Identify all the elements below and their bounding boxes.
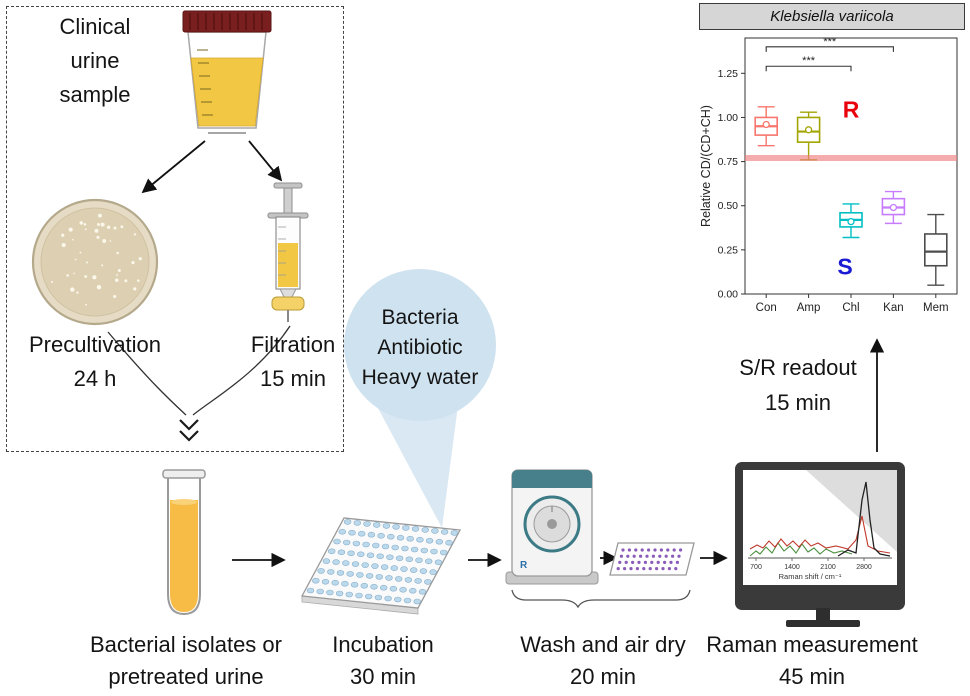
clinical-sample-label: sample xyxy=(59,82,131,107)
isolates-label-line2: pretreated urine xyxy=(108,664,264,689)
clinical-sample-box xyxy=(6,6,344,452)
petri-dish-icon xyxy=(31,198,159,326)
screen-xtick: 700 xyxy=(750,564,762,571)
incubation-label: Incubation xyxy=(332,632,434,657)
screen-xtick: 2800 xyxy=(856,564,872,571)
wash-label: Wash and air dry xyxy=(520,632,686,657)
arrow-cup-to-syringe xyxy=(248,140,283,182)
clinical-sample-label: urine xyxy=(70,48,120,73)
balloon-text: Bacteria xyxy=(381,306,459,329)
susceptibility-chart: Klebsiella variicola 0.00 0.25 0.50 0.75 1.0… xyxy=(699,3,965,320)
sample-slide-icon xyxy=(609,542,695,576)
svg-text:1.00: 1.00 xyxy=(718,112,739,124)
screen-xlabel: Raman shift / cm⁻¹ xyxy=(779,572,842,581)
svg-text:***: *** xyxy=(802,55,816,67)
svg-text:0.75: 0.75 xyxy=(718,156,739,168)
readout-time: 15 min xyxy=(764,390,832,415)
precultivation-time: 24 h xyxy=(73,366,117,391)
incubation-time: 30 min xyxy=(349,664,417,689)
screen-xtick: 2100 xyxy=(820,564,836,571)
wash-device-icon: R xyxy=(505,469,599,585)
readout-label: S/R readout xyxy=(739,355,857,380)
device-logo: R xyxy=(520,560,528,571)
svg-text:R: R xyxy=(843,96,860,122)
clinical-sample-label: Clinical xyxy=(59,14,131,39)
filtration-time: 15 min xyxy=(259,366,327,391)
precultivation-label: Precultivation xyxy=(28,332,162,357)
chart-title: Klebsiella variicola xyxy=(699,3,965,30)
svg-text:Chl: Chl xyxy=(842,302,859,314)
reagent-balloon xyxy=(344,269,496,528)
wash-group-brace xyxy=(511,589,691,609)
test-tube-icon xyxy=(162,469,206,616)
svg-text:S: S xyxy=(837,254,852,280)
svg-text:0.50: 0.50 xyxy=(718,200,739,212)
filtration-label: Filtration xyxy=(250,332,336,357)
monitor-icon: 700 1400 2100 2800 Raman shift / cm⁻¹ xyxy=(735,462,905,627)
screen-xtick: 1400 xyxy=(784,564,800,571)
wash-time: 20 min xyxy=(569,664,637,689)
svg-text:Amp: Amp xyxy=(797,302,821,314)
svg-text:Con: Con xyxy=(756,302,777,314)
spectrum-dark xyxy=(837,481,891,557)
double-down-arrow-icon xyxy=(179,419,199,442)
urine-cup-icon xyxy=(182,10,272,134)
balloon-text: Antibiotic xyxy=(377,336,463,359)
spectrum-green xyxy=(749,542,853,557)
svg-text:1.25: 1.25 xyxy=(718,68,739,80)
svg-text:0.25: 0.25 xyxy=(718,244,739,256)
balloon-text: Heavy water xyxy=(361,366,479,389)
arrow-cup-to-dish xyxy=(141,140,206,194)
svg-text:Kan: Kan xyxy=(883,302,903,314)
spectrum-red xyxy=(749,515,891,554)
curve-dish-to-merge xyxy=(107,331,187,416)
curve-syringe-to-merge xyxy=(192,325,291,416)
raman-time: 45 min xyxy=(778,664,846,689)
well-plate-icon xyxy=(300,517,462,615)
raman-label: Raman measurement xyxy=(706,632,918,657)
svg-text:Mem: Mem xyxy=(923,302,949,314)
svg-text:Relative CD/(CD+CH): Relative CD/(CD+CH) xyxy=(699,105,713,227)
isolates-label-line1: Bacterial isolates or xyxy=(90,632,282,657)
syringe-filter-icon xyxy=(267,182,309,322)
svg-text:***: *** xyxy=(823,36,837,48)
svg-text:0.00: 0.00 xyxy=(718,289,739,301)
